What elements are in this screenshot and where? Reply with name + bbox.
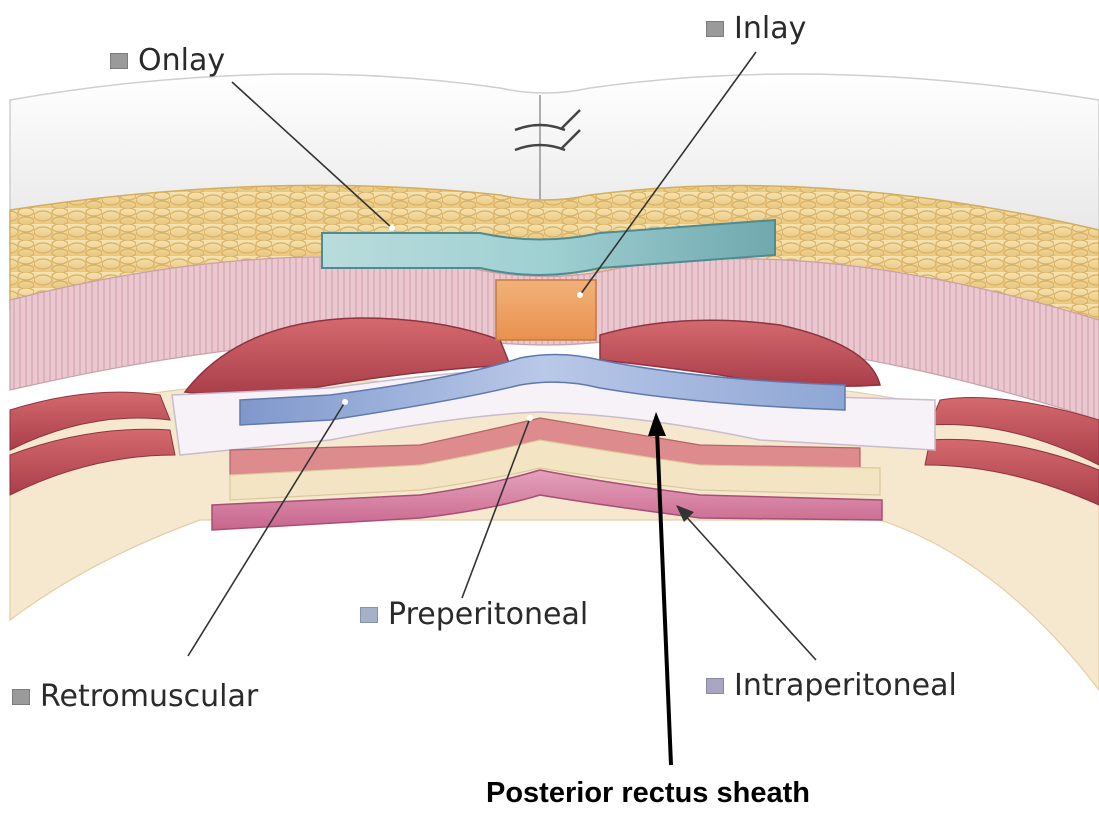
label-onlay-text: Onlay xyxy=(138,44,225,78)
label-inlay-text: Inlay xyxy=(734,12,806,46)
label-posterior-rectus-sheath: Posterior rectus sheath xyxy=(486,776,810,810)
label-retromuscular-text: Retromuscular xyxy=(40,680,258,714)
legend-square-icon xyxy=(360,607,378,623)
label-preperitoneal: Preperitoneal xyxy=(360,598,588,632)
legend-square-icon xyxy=(12,689,30,705)
label-onlay: Onlay xyxy=(110,44,225,78)
retromuscular-pointer-dot xyxy=(342,399,348,405)
legend-square-icon xyxy=(706,21,724,37)
label-inlay: Inlay xyxy=(706,12,806,46)
label-intraperitoneal: Intraperitoneal xyxy=(706,669,957,703)
legend-square-icon xyxy=(110,53,128,69)
label-retromuscular: Retromuscular xyxy=(12,680,258,714)
legend-square-icon xyxy=(706,678,724,694)
label-preperitoneal-text: Preperitoneal xyxy=(388,598,588,632)
inlay-mesh xyxy=(496,280,596,340)
inlay-pointer-dot xyxy=(577,292,583,298)
onlay-pointer-dot xyxy=(389,225,395,231)
label-intraperitoneal-text: Intraperitoneal xyxy=(734,669,957,703)
preperitoneal-pointer-dot xyxy=(527,415,533,421)
intraperitoneal-pointer xyxy=(682,512,816,660)
